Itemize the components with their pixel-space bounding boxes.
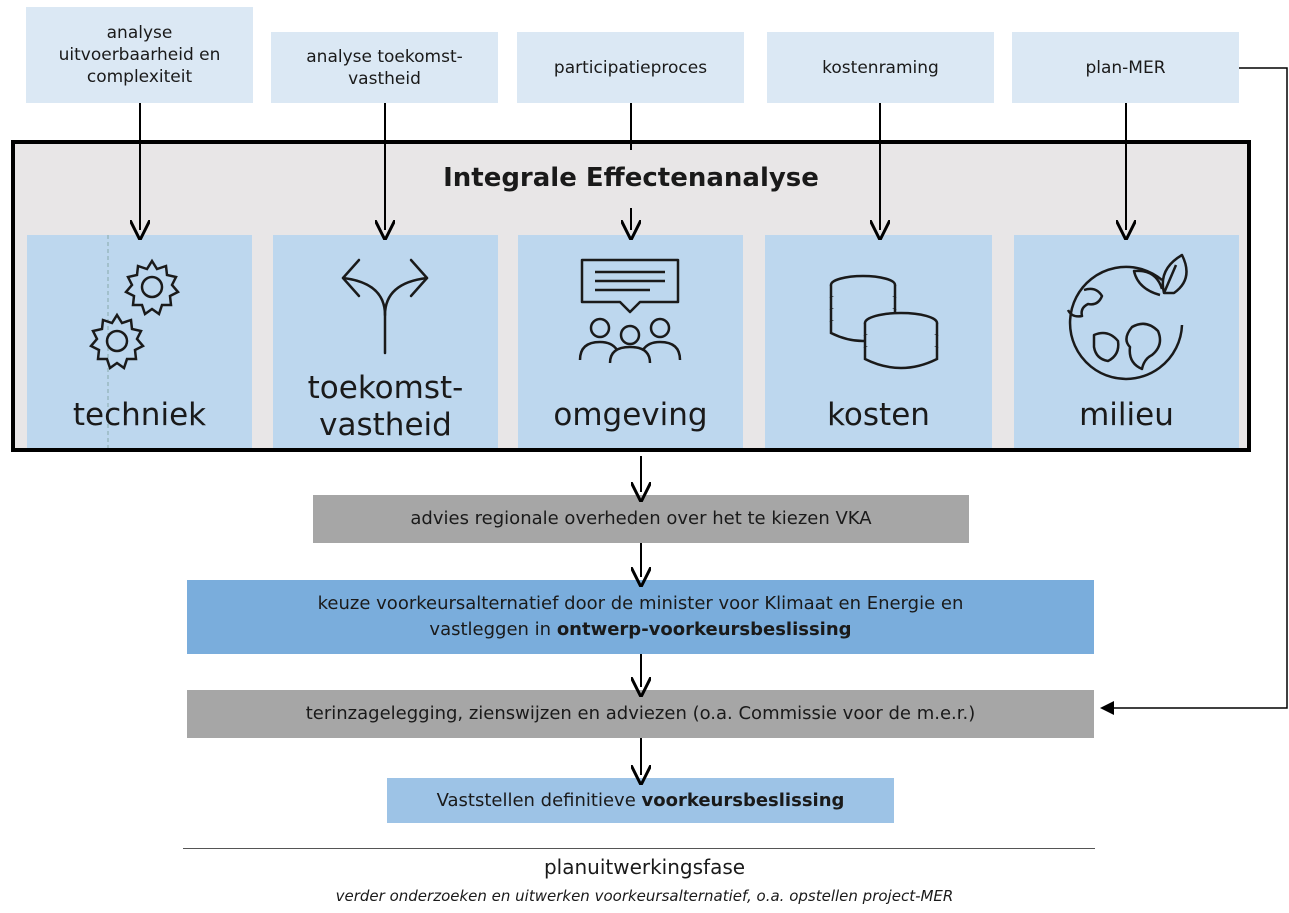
coins-icon xyxy=(829,274,939,370)
split-arrow-icon xyxy=(341,258,429,355)
frame-title: Integrale Effectenanalyse xyxy=(443,163,819,193)
tile-omgeving: omgeving xyxy=(518,235,743,448)
tile-label: milieu xyxy=(1079,397,1174,433)
tile-techniek: techniek xyxy=(27,235,252,448)
gears-icon xyxy=(89,235,180,448)
input-label: participatieproces xyxy=(553,57,708,78)
final-text-plain: Vaststellen definitieve xyxy=(436,789,642,811)
tile-label: omgeving xyxy=(553,397,708,433)
tile-label: kosten xyxy=(827,397,930,433)
tile-kosten: kosten xyxy=(765,235,992,448)
choice-box: keuze voorkeursalternatief door de minis… xyxy=(187,580,1094,654)
input-box-kostenraming: kostenraming xyxy=(767,32,994,103)
input-label: plan-MER xyxy=(1085,57,1166,78)
consultation-box: terinzagelegging, zienswijzen en advieze… xyxy=(187,690,1094,738)
final-box: Vaststellen definitieve voorkeursbesliss… xyxy=(387,778,894,823)
tile-milieu: milieu xyxy=(1014,235,1239,448)
phase-divider xyxy=(183,848,1095,849)
arrow-plan-mer-feedback xyxy=(1112,67,1288,709)
input-label: analyse toekomst- vastheid xyxy=(306,46,463,89)
input-box-uitvoerbaarheid: analyse uitvoerbaarheid en complexiteit xyxy=(26,7,253,103)
advice-box: advies regionale overheden over het te k… xyxy=(313,495,969,543)
phase-title: planuitwerkingsfase xyxy=(543,855,746,879)
input-box-toekomstvastheid: analyse toekomst- vastheid xyxy=(271,32,498,103)
tile-toekomstvastheid: toekomst- vastheid xyxy=(273,235,498,448)
final-text: Vaststellen definitieve voorkeursbesliss… xyxy=(437,788,845,814)
choice-line-2-bold: ontwerp-voorkeursbeslissing xyxy=(556,619,852,640)
people-speech-icon xyxy=(578,258,682,364)
choice-line-2-text: vastleggen in xyxy=(429,619,557,640)
tile-label: techniek xyxy=(72,397,207,433)
input-label: analyse uitvoerbaarheid en complexiteit xyxy=(58,23,221,87)
globe-leaf-icon xyxy=(1066,253,1188,381)
phase-subtitle: verder onderzoeken en uitwerken voorkeur… xyxy=(335,887,954,905)
advice-text: advies regionale overheden over het te k… xyxy=(410,508,872,529)
final-text-bold: voorkeursbeslissing xyxy=(641,789,845,811)
input-label: kostenraming xyxy=(822,57,939,78)
choice-line-1: keuze voorkeursalternatief door de minis… xyxy=(317,593,964,614)
input-box-participatie: participatieproces xyxy=(517,32,744,103)
choice-line-2: vastleggen in ontwerp-voorkeursbeslissin… xyxy=(429,617,851,643)
tile-label: toekomst- vastheid xyxy=(307,370,464,443)
input-box-plan-mer: plan-MER xyxy=(1012,32,1239,103)
consultation-text: terinzagelegging, zienswijzen en advieze… xyxy=(305,703,976,724)
